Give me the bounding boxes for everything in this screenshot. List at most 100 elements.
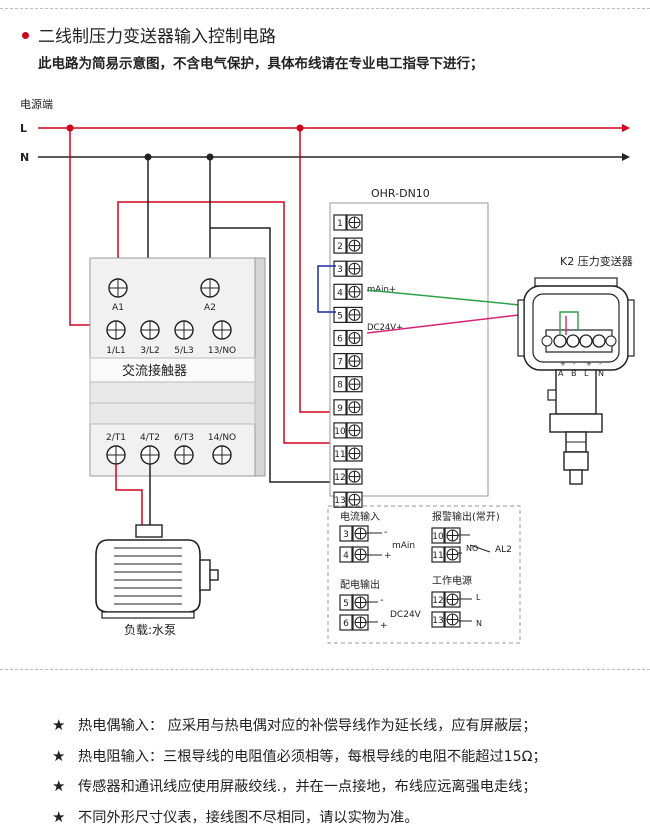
terminal-block: 8 bbox=[333, 376, 363, 393]
terminal-label: 1/L1 bbox=[106, 346, 126, 356]
pressure-transmitter bbox=[517, 277, 635, 485]
transmitter-terminal-letter: A bbox=[558, 369, 564, 378]
transmitter-terminal-letter: L bbox=[584, 369, 589, 378]
controller-model: OHR-DN10 bbox=[371, 187, 430, 200]
terminal-number: 5 bbox=[343, 599, 349, 609]
terminal-label: 6/T3 bbox=[174, 433, 194, 443]
terminal-number: 7 bbox=[337, 358, 343, 368]
terminal-number: 4 bbox=[337, 288, 343, 298]
terminal-label: 5/L3 bbox=[174, 346, 194, 356]
page-subtitle: 此电路为简易示意图，不含电气保护，具体布线请在专业电工指导下进行； bbox=[38, 56, 484, 72]
pump-motor bbox=[95, 524, 219, 619]
legend-sign: + bbox=[380, 621, 388, 631]
line-l-arrow-icon bbox=[622, 124, 630, 132]
terminal-13no bbox=[212, 320, 232, 340]
controller-label-dc24v: DC24V+ bbox=[367, 323, 403, 333]
transmitter-terminal-letter: B bbox=[571, 369, 577, 378]
terminal-label-a2: A2 bbox=[204, 303, 216, 313]
wire-a1-to-t11 bbox=[117, 201, 352, 444]
star-icon: ★ bbox=[52, 777, 66, 795]
transmitter-polarity: + bbox=[560, 360, 566, 368]
legend-current-input-title: 电流输入 bbox=[340, 510, 380, 523]
terminal-block: 3 bbox=[339, 525, 369, 542]
controller-label-mainplus: mAin+ bbox=[367, 285, 396, 295]
wire-loop-3-5 bbox=[317, 265, 336, 313]
wire-transmitter-a bbox=[559, 311, 579, 335]
terminal-block: 3 bbox=[333, 260, 363, 277]
terminal-block: 12 bbox=[431, 591, 461, 608]
terminal-block: 5 bbox=[339, 594, 369, 611]
terminal-block: 13 bbox=[431, 611, 461, 628]
terminal-block: 11 bbox=[431, 546, 461, 563]
terminal-14no bbox=[212, 445, 232, 465]
terminal-label: 2/T1 bbox=[106, 433, 126, 443]
contactor-label-panel bbox=[89, 357, 256, 383]
legend-power-output-title: 配电输出 bbox=[340, 578, 380, 591]
line-n-arrow-icon bbox=[622, 153, 630, 161]
terminal-number: 3 bbox=[343, 530, 349, 540]
terminal-block: 1 bbox=[333, 214, 363, 231]
legend-signal: AL2 bbox=[495, 545, 512, 555]
terminal-label: 4/T2 bbox=[140, 433, 160, 443]
terminal-number: 11 bbox=[334, 450, 345, 460]
legend-n: N bbox=[476, 619, 482, 628]
terminal-label-a1: A1 bbox=[112, 303, 124, 313]
page-title: 二线制压力变送器输入控制电路 bbox=[38, 27, 276, 47]
terminal-a1 bbox=[108, 278, 128, 298]
legend-sign: - bbox=[384, 527, 388, 538]
legend-box bbox=[327, 505, 521, 644]
legend-lead bbox=[469, 544, 491, 553]
power-source-label: 电源端 bbox=[20, 97, 53, 111]
legend-no: NO bbox=[466, 544, 478, 553]
note-item: ★ 热电阻输入：三根导线的电阻值必须相等，每根导线的电阻不能超过15Ω； bbox=[52, 746, 547, 766]
terminal-6t3 bbox=[174, 445, 194, 465]
wiring-diagram: 电源端 L N 交流接触器 A1 A2 1/L1 3/L2 5/L3 13/NO… bbox=[20, 97, 635, 644]
terminal-block: 13 bbox=[333, 491, 363, 508]
terminal-block: 6 bbox=[333, 329, 363, 347]
legend-work-power-title: 工作电源 bbox=[432, 574, 472, 587]
legend-sign: + bbox=[384, 551, 392, 561]
terminal-number: 10 bbox=[432, 532, 444, 542]
legend-alarm-title: 报警输出(常开) bbox=[432, 510, 500, 523]
terminal-block: 10 bbox=[333, 422, 363, 439]
star-icon: ★ bbox=[52, 808, 66, 826]
line-l-label: L bbox=[20, 122, 27, 135]
terminal-1l1 bbox=[106, 320, 126, 340]
terminal-number: 10 bbox=[334, 427, 346, 437]
terminal-label: 3/L2 bbox=[140, 346, 160, 356]
transmitter-polarity: - bbox=[599, 360, 602, 368]
note-text: 热电偶输入： 应采用与热电偶对应的补偿导线作为延长线，应有屏蔽层； bbox=[78, 718, 537, 734]
terminal-block: 11 bbox=[333, 445, 363, 462]
terminal-number: 6 bbox=[343, 619, 349, 629]
star-icon: ★ bbox=[52, 747, 66, 765]
terminal-number: 2 bbox=[337, 242, 343, 252]
star-icon: ★ bbox=[52, 716, 66, 734]
terminal-block: 6 bbox=[339, 614, 369, 631]
terminal-4t2 bbox=[140, 445, 160, 465]
terminal-number: 13 bbox=[334, 496, 345, 506]
top-divider bbox=[0, 8, 650, 9]
terminal-2t1 bbox=[106, 445, 126, 465]
terminal-number: 4 bbox=[343, 551, 349, 561]
motor-label: 负载:水泵 bbox=[124, 623, 176, 637]
transmitter-polarity: + bbox=[586, 360, 592, 368]
legend-current-input: 34 bbox=[339, 525, 382, 563]
legend-signal: mAin bbox=[392, 541, 415, 551]
note-item: ★ 热电偶输入： 应采用与热电偶对应的补偿导线作为延长线，应有屏蔽层； bbox=[52, 715, 537, 735]
terminal-number: 6 bbox=[337, 335, 343, 345]
title-bullet-icon bbox=[22, 32, 29, 39]
terminal-number: 3 bbox=[337, 265, 343, 275]
terminal-number: 12 bbox=[334, 473, 345, 483]
note-text: 热电阻输入：三根导线的电阻值必须相等，每根导线的电阻不能超过15Ω； bbox=[78, 749, 547, 765]
terminal-number: 5 bbox=[337, 311, 343, 321]
terminal-label: 13/NO bbox=[208, 346, 236, 356]
line-n-label: N bbox=[20, 151, 29, 164]
note-text: 不同外形尺寸仪表，接线图不尽相同，请以实物为准。 bbox=[78, 810, 419, 826]
terminal-block: 2 bbox=[333, 237, 363, 254]
terminal-label: 14/NO bbox=[208, 433, 236, 443]
legend-sign: - bbox=[380, 595, 384, 606]
legend-signal: DC24V bbox=[390, 610, 422, 620]
